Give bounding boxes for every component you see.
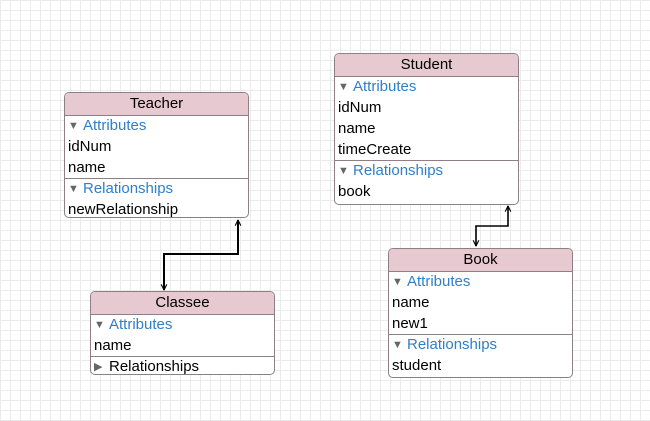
triangle-down-icon[interactable]: ▼ [392, 339, 403, 351]
section-label: Relationships [83, 180, 174, 197]
section-label: Attributes [83, 117, 147, 134]
entity-title: Book [389, 249, 572, 272]
triangle-down-icon[interactable]: ▼ [338, 165, 349, 177]
relationships-section-header[interactable]: ▼ Relationships [389, 334, 572, 355]
triangle-down-icon[interactable]: ▼ [338, 81, 349, 93]
student-book-connector[interactable] [476, 206, 508, 246]
attributes-section-header[interactable]: ▼ Attributes [91, 315, 274, 335]
attribute-row[interactable]: name [392, 294, 430, 311]
attribute-row[interactable]: idNum [68, 138, 112, 155]
attribute-row[interactable]: name [68, 159, 106, 176]
entity-student[interactable]: Student ▼ Attributes idNum name timeCreat… [334, 53, 519, 205]
triangle-down-icon[interactable]: ▼ [392, 276, 403, 288]
entity-classee[interactable]: Classee ▼ Attributes name ▶ Relationships [90, 291, 275, 375]
section-label: Relationships [109, 358, 200, 375]
relationship-row[interactable]: book [338, 183, 371, 200]
relationship-row[interactable]: newRelationship [68, 201, 179, 218]
attributes-section-header[interactable]: ▼ Attributes [65, 116, 248, 136]
entity-title: Student [335, 54, 518, 77]
attribute-row[interactable]: name [338, 120, 376, 137]
section-label: Attributes [407, 273, 471, 290]
triangle-down-icon[interactable]: ▼ [94, 319, 105, 331]
triangle-right-icon[interactable]: ▶ [94, 361, 103, 373]
attribute-row[interactable]: name [94, 337, 132, 354]
section-label: Relationships [407, 336, 498, 353]
relationships-section-header[interactable]: ▼ Relationships [335, 160, 518, 181]
entity-title: Classee [91, 292, 274, 315]
section-label: Attributes [109, 316, 173, 333]
attribute-row[interactable]: new1 [392, 315, 428, 332]
relationship-row[interactable]: student [392, 357, 442, 374]
attribute-row[interactable]: idNum [338, 99, 382, 116]
entity-teacher[interactable]: Teacher ▼ Attributes idNum name ▼ Relation… [64, 92, 249, 218]
triangle-down-icon[interactable]: ▼ [68, 183, 79, 195]
attributes-section-header[interactable]: ▼ Attributes [389, 272, 572, 292]
relationships-section-header[interactable]: ▼ Relationships [65, 178, 248, 199]
section-label: Attributes [353, 78, 417, 95]
section-label: Relationships [353, 162, 444, 179]
relationships-section-header[interactable]: ▶ Relationships [91, 356, 274, 375]
entity-book[interactable]: Book ▼ Attributes name new1 ▼ Relationship… [388, 248, 573, 378]
attributes-section-header[interactable]: ▼ Attributes [335, 77, 518, 97]
attribute-row[interactable]: timeCreate [338, 141, 412, 158]
entity-title: Teacher [65, 93, 248, 116]
teacher-classee-connector[interactable] [164, 220, 238, 290]
triangle-down-icon[interactable]: ▼ [68, 120, 79, 132]
